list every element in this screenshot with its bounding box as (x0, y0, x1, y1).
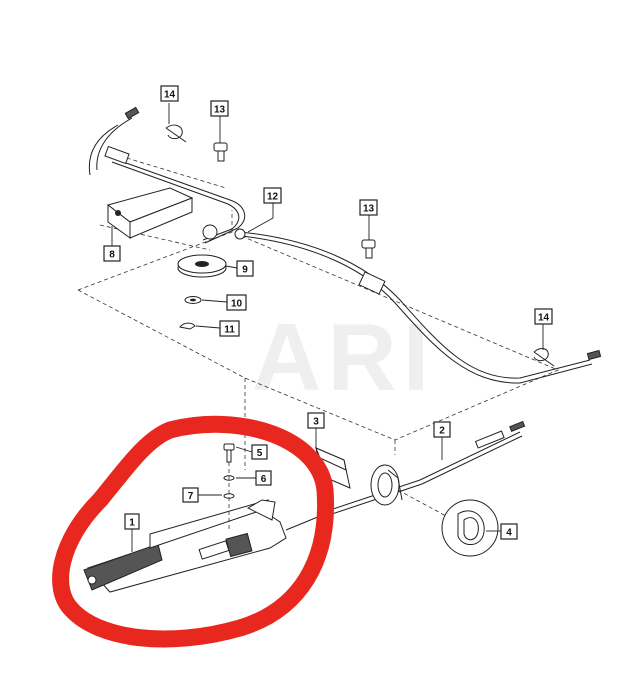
part-number: 6 (261, 474, 267, 485)
cable-guide-part (370, 464, 403, 506)
pulley-part (177, 254, 227, 278)
part-label-12[interactable]: 12 (263, 187, 282, 204)
clip-part (179, 322, 196, 330)
part-number: 9 (242, 265, 248, 276)
part-number: 12 (267, 192, 279, 203)
part-label-14-upper[interactable]: 14 (160, 85, 179, 102)
part-number: 13 (214, 105, 226, 116)
part-label-13-upper[interactable]: 13 (210, 100, 229, 117)
part-label-14-lower[interactable]: 14 (534, 308, 553, 325)
part-number: 4 (506, 528, 512, 539)
guide-detail-callout (397, 489, 499, 557)
part-number: 1 (129, 518, 135, 529)
part-number: 14 (164, 90, 176, 101)
part-number: 8 (109, 250, 115, 261)
rear-cables (88, 106, 602, 384)
bracket-part (106, 187, 194, 239)
part-label-8[interactable]: 8 (103, 245, 121, 262)
washer-part (184, 296, 202, 304)
lever-fasteners (223, 443, 235, 532)
clip-part-14-upper (165, 124, 187, 143)
part-label-13-lower[interactable]: 13 (359, 199, 378, 216)
part-number: 2 (439, 426, 445, 437)
part-number: 14 (538, 313, 550, 324)
part-label-7[interactable]: 7 (182, 487, 199, 503)
part-number: 10 (231, 299, 243, 310)
part-number: 7 (188, 491, 194, 502)
front-cable (329, 420, 526, 515)
highlight-ring (52, 415, 335, 648)
part-label-11[interactable]: 11 (219, 320, 240, 337)
watermark: ARI (252, 304, 435, 411)
part-label-2[interactable]: 2 (433, 421, 451, 438)
part-label-10[interactable]: 10 (226, 294, 247, 311)
part-label-1[interactable]: 1 (124, 513, 140, 530)
part-label-5[interactable]: 5 (251, 444, 268, 460)
part-number: 5 (257, 448, 263, 459)
clip-part-14-lower (533, 348, 555, 367)
part-label-4[interactable]: 4 (500, 523, 518, 540)
part-label-3[interactable]: 3 (307, 412, 325, 429)
leader-lines (111, 103, 544, 552)
bolt-part-upper (213, 142, 228, 162)
part-number: 13 (363, 204, 375, 215)
hand-brake-lever (83, 499, 331, 593)
part-labels: 14 13 12 13 8 9 10 11 (103, 85, 553, 540)
part-number: 3 (313, 417, 319, 428)
part-label-9[interactable]: 9 (236, 260, 254, 277)
part-label-6[interactable]: 6 (255, 470, 272, 486)
part-number: 11 (224, 325, 235, 336)
bolt-part-lower (361, 239, 376, 259)
